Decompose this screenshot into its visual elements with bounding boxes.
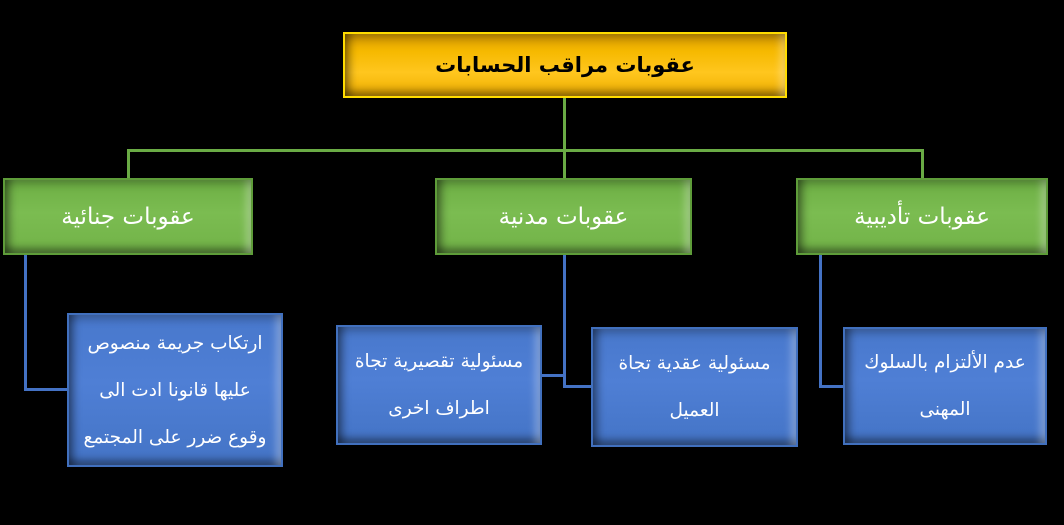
- connector-civil-leaf-left: [540, 374, 566, 377]
- connector-main-rail: [127, 149, 924, 152]
- branch-node-civil: عقوبات مدنية: [435, 178, 692, 255]
- leaf-line: العميل: [669, 400, 720, 421]
- branch-node-label: عقوبات مدنية: [498, 203, 629, 230]
- leaf-node-tort-liability: مسئولية تقصيرية تجاة اطراف اخرى: [336, 325, 542, 445]
- root-node-label: عقوبات مراقب الحسابات: [435, 53, 695, 77]
- root-node: عقوبات مراقب الحسابات: [343, 32, 787, 98]
- branch-node-disciplinary: عقوبات تأديبية: [796, 178, 1048, 255]
- leaf-node-criminal-offense: ارتكاب جريمة منصوص عليها قانونا ادت الى …: [67, 313, 283, 467]
- connector-drop-disciplinary: [921, 149, 924, 178]
- leaf-line: مسئولية عقدية تجاة: [618, 353, 771, 374]
- leaf-node-professional-conduct: عدم الألتزام بالسلوك المهنى: [843, 327, 1047, 445]
- leaf-node-text: عدم الألتزام بالسلوك المهنى: [845, 339, 1045, 433]
- connector-criminal-leaf-horizontal: [24, 388, 69, 391]
- leaf-node-contract-liability: مسئولية عقدية تجاة العميل: [591, 327, 798, 447]
- leaf-line: عدم الألتزام بالسلوك: [864, 352, 1026, 373]
- leaf-line: مسئولية تقصيرية تجاة: [354, 351, 524, 372]
- leaf-node-text: ارتكاب جريمة منصوص عليها قانونا ادت الى …: [69, 320, 281, 461]
- leaf-node-text: مسئولية عقدية تجاة العميل: [593, 340, 796, 434]
- connector-civil-leaf-right: [563, 385, 592, 388]
- connector-drop-criminal: [127, 149, 130, 178]
- connector-criminal-leaf-vertical: [24, 255, 27, 391]
- leaf-line: المهنى: [919, 399, 971, 420]
- branch-node-label: عقوبات جنائية: [61, 203, 195, 230]
- connector-disciplinary-leaf-horizontal: [819, 385, 845, 388]
- connector-root-trunk: [563, 98, 566, 152]
- branch-node-label: عقوبات تأديبية: [854, 203, 990, 230]
- connector-disciplinary-leaf-vertical: [819, 255, 822, 388]
- leaf-line: عليها قانونا ادت الى: [99, 379, 251, 401]
- branch-node-criminal: عقوبات جنائية: [3, 178, 253, 255]
- leaf-line: اطراف اخرى: [388, 398, 490, 419]
- connector-civil-leaf-vertical: [563, 255, 566, 388]
- leaf-node-text: مسئولية تقصيرية تجاة اطراف اخرى: [338, 338, 540, 432]
- connector-drop-civil: [563, 149, 566, 178]
- leaf-line: ارتكاب جريمة منصوص: [87, 332, 263, 354]
- leaf-line: وقوع ضرر على المجتمع: [83, 426, 267, 448]
